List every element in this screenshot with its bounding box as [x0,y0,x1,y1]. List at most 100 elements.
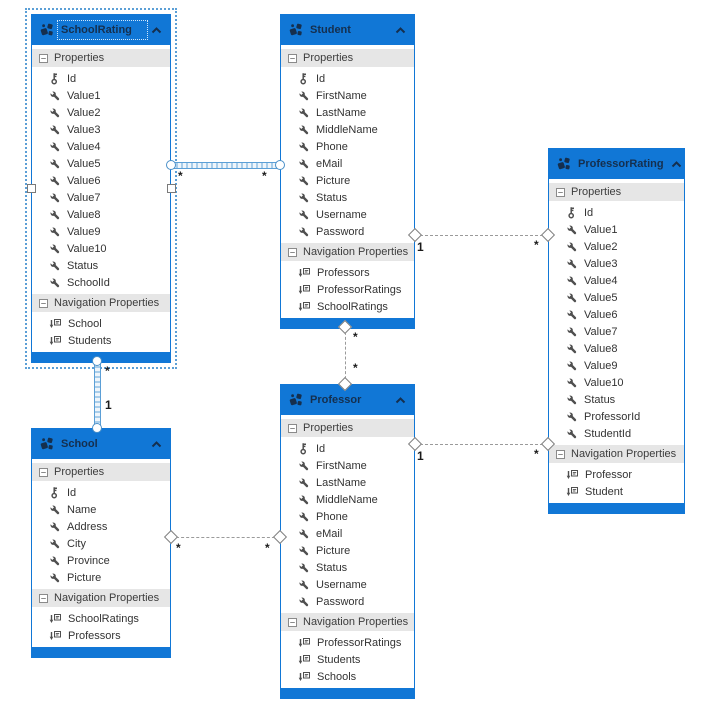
property-row-value3[interactable]: Value3 [32,121,170,138]
collapse-minus-icon[interactable] [288,423,297,433]
property-row-value6[interactable]: Value6 [549,306,684,323]
property-row-value10[interactable]: Value10 [32,240,170,257]
property-row-value2[interactable]: Value2 [32,104,170,121]
collapse-minus-icon[interactable] [556,449,565,459]
property-row-middlename[interactable]: MiddleName [281,121,414,138]
property-row-city[interactable]: City [32,535,170,552]
association-line-schoolrating-student[interactable] [171,162,280,169]
entity-title-bar[interactable]: SchoolRating [32,15,170,45]
navigation-property-row-professors[interactable]: Professors [281,264,414,281]
navigation-property-row-professor[interactable]: Professor [549,466,684,483]
navigation-property-row-professorratings[interactable]: ProfessorRatings [281,281,414,298]
property-row-name[interactable]: Name [32,501,170,518]
property-row-value9[interactable]: Value9 [549,357,684,374]
property-row-middlename[interactable]: MiddleName [281,491,414,508]
property-row-province[interactable]: Province [32,552,170,569]
properties-section-header[interactable]: Properties [32,49,170,67]
property-row-value4[interactable]: Value4 [32,138,170,155]
navigation-properties-section-header[interactable]: Navigation Properties [32,294,170,312]
navigation-property-row-students[interactable]: Students [32,332,170,349]
collapse-chevron-icon[interactable] [151,440,162,448]
property-row-address[interactable]: Address [32,518,170,535]
collapse-chevron-icon[interactable] [395,396,406,404]
collapse-chevron-icon[interactable] [151,26,162,34]
properties-section-header[interactable]: Properties [281,49,414,67]
property-row-id[interactable]: Id [281,440,414,457]
entity-title-bar[interactable]: School [32,429,170,459]
property-row-picture[interactable]: Picture [281,172,414,189]
property-row-firstname[interactable]: FirstName [281,457,414,474]
association-line-student-professorrating[interactable] [415,235,548,236]
selection-handle[interactable] [27,184,36,193]
property-row-phone[interactable]: Phone [281,138,414,155]
property-row-firstname[interactable]: FirstName [281,87,414,104]
navigation-property-row-professors[interactable]: Professors [32,627,170,644]
selection-handle[interactable] [167,184,176,193]
navigation-property-row-school[interactable]: School [32,315,170,332]
collapse-minus-icon[interactable] [39,298,48,308]
property-row-value7[interactable]: Value7 [549,323,684,340]
property-row-picture[interactable]: Picture [281,542,414,559]
navigation-properties-section-header[interactable]: Navigation Properties [281,243,414,261]
property-row-password[interactable]: Password [281,593,414,610]
navigation-properties-section-header[interactable]: Navigation Properties [549,445,684,463]
property-row-lastname[interactable]: LastName [281,104,414,121]
property-row-value1[interactable]: Value1 [549,221,684,238]
association-line-schoolrating-school[interactable] [94,361,101,428]
association-line-student-professor[interactable] [345,327,346,384]
property-row-value7[interactable]: Value7 [32,189,170,206]
collapse-minus-icon[interactable] [39,593,48,603]
property-row-schoolid[interactable]: SchoolId [32,274,170,291]
property-row-id[interactable]: Id [32,70,170,87]
property-row-value10[interactable]: Value10 [549,374,684,391]
property-row-email[interactable]: eMail [281,525,414,542]
entity-title-bar[interactable]: Professor [281,385,414,415]
properties-section-header[interactable]: Properties [549,183,684,201]
property-row-username[interactable]: Username [281,576,414,593]
property-row-picture[interactable]: Picture [32,569,170,586]
collapse-minus-icon[interactable] [288,53,297,63]
property-row-studentid[interactable]: StudentId [549,425,684,442]
collapse-minus-icon[interactable] [288,617,297,627]
property-row-id[interactable]: Id [281,70,414,87]
navigation-property-row-professorratings[interactable]: ProfessorRatings [281,634,414,651]
property-row-professorid[interactable]: ProfessorId [549,408,684,425]
navigation-property-row-schools[interactable]: Schools [281,668,414,685]
property-row-status[interactable]: Status [281,189,414,206]
entity-title-bar[interactable]: ProfessorRating [549,149,684,179]
property-row-value4[interactable]: Value4 [549,272,684,289]
property-row-phone[interactable]: Phone [281,508,414,525]
collapse-minus-icon[interactable] [39,467,48,477]
association-line-school-professor[interactable] [171,537,280,538]
property-row-email[interactable]: eMail [281,155,414,172]
property-row-lastname[interactable]: LastName [281,474,414,491]
collapse-minus-icon[interactable] [288,247,297,257]
collapse-minus-icon[interactable] [556,187,565,197]
property-row-status[interactable]: Status [32,257,170,274]
navigation-property-row-schoolratings[interactable]: SchoolRatings [281,298,414,315]
navigation-property-row-students[interactable]: Students [281,651,414,668]
property-row-id[interactable]: Id [549,204,684,221]
navigation-property-row-schoolratings[interactable]: SchoolRatings [32,610,170,627]
collapse-chevron-icon[interactable] [395,26,406,34]
property-row-value1[interactable]: Value1 [32,87,170,104]
property-row-password[interactable]: Password [281,223,414,240]
association-line-professor-professorrating[interactable] [415,444,548,445]
property-row-value8[interactable]: Value8 [32,206,170,223]
property-row-username[interactable]: Username [281,206,414,223]
navigation-properties-section-header[interactable]: Navigation Properties [281,613,414,631]
property-row-value3[interactable]: Value3 [549,255,684,272]
property-row-value5[interactable]: Value5 [549,289,684,306]
collapse-minus-icon[interactable] [39,53,48,63]
property-row-status[interactable]: Status [549,391,684,408]
properties-section-header[interactable]: Properties [281,419,414,437]
navigation-properties-section-header[interactable]: Navigation Properties [32,589,170,607]
navigation-property-row-student[interactable]: Student [549,483,684,500]
property-row-value2[interactable]: Value2 [549,238,684,255]
property-row-value5[interactable]: Value5 [32,155,170,172]
